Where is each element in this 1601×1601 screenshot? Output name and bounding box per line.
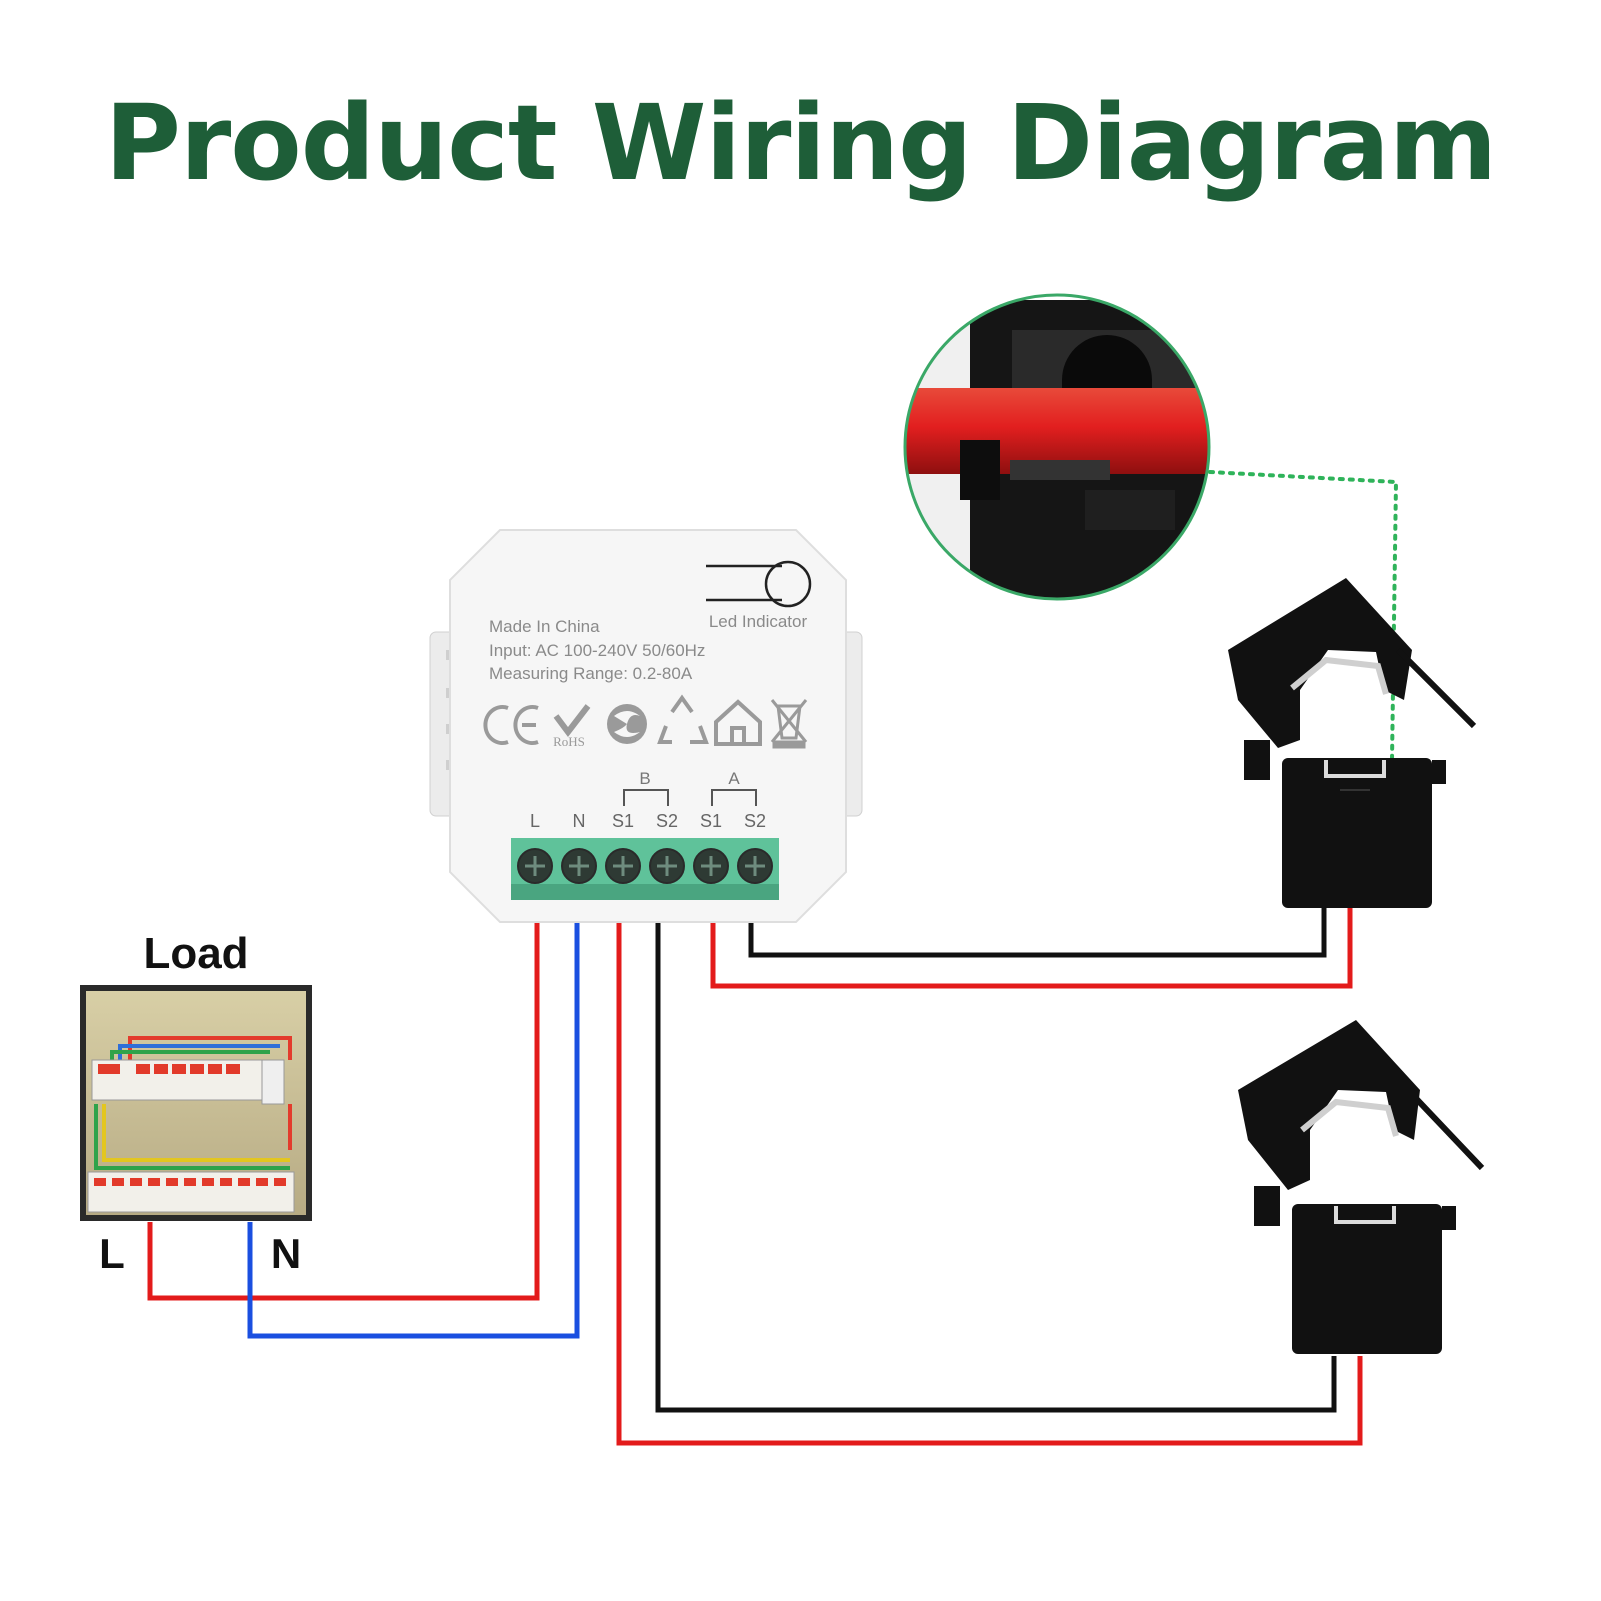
clamp-a-black-wire [748,907,1327,958]
weee-bin-icon [770,699,808,749]
module-range-text: Measuring Range: 0.2-80A [489,664,693,683]
load-n-label: N [271,1230,301,1277]
module-input-text: Input: AC 100-240V 50/60Hz [489,641,705,660]
module-origin-text: Made In China [489,617,600,636]
live-wire-load [147,920,540,1301]
wires [147,907,1363,1446]
load-l-label: L [99,1230,125,1277]
page-title: Product Wiring Diagram [104,82,1497,204]
clamp-zoom-detail [903,293,1211,601]
led-indicator-icon [706,560,812,608]
terminal-label-a-s1: S1 [700,811,722,831]
current-clamp-icon [1238,1020,1485,1354]
terminal-label-l: L [530,811,540,831]
ce-mark-icon [483,705,539,745]
rohs-check-icon: RoHS [553,704,591,749]
green-dot-icon [607,704,647,744]
load-title: Load [143,929,248,978]
group-a-label: A [728,769,740,788]
recycle-icon [657,694,709,744]
house-icon [714,699,762,746]
clamp-b-black-wire [655,920,1337,1413]
terminal-label-a-s2: S2 [744,811,766,831]
led-indicator-label: Led Indicator [709,612,808,631]
group-b-label: B [639,769,650,788]
neutral-wire-load [247,920,580,1339]
clamp-a-red-wire [710,907,1353,989]
terminal-label-b-s1: S1 [612,811,634,831]
current-clamp-icon [1228,578,1477,908]
terminal-label-b-s2: S2 [656,811,678,831]
terminal-label-n: N [573,811,586,831]
clamp-b-red-wire [616,920,1363,1446]
load-panel: Load L N [80,929,312,1277]
svg-text:RoHS: RoHS [553,734,585,749]
smart-meter-module: Led Indicator Made In China Input: AC 10… [429,529,863,923]
terminal-block [511,838,779,900]
